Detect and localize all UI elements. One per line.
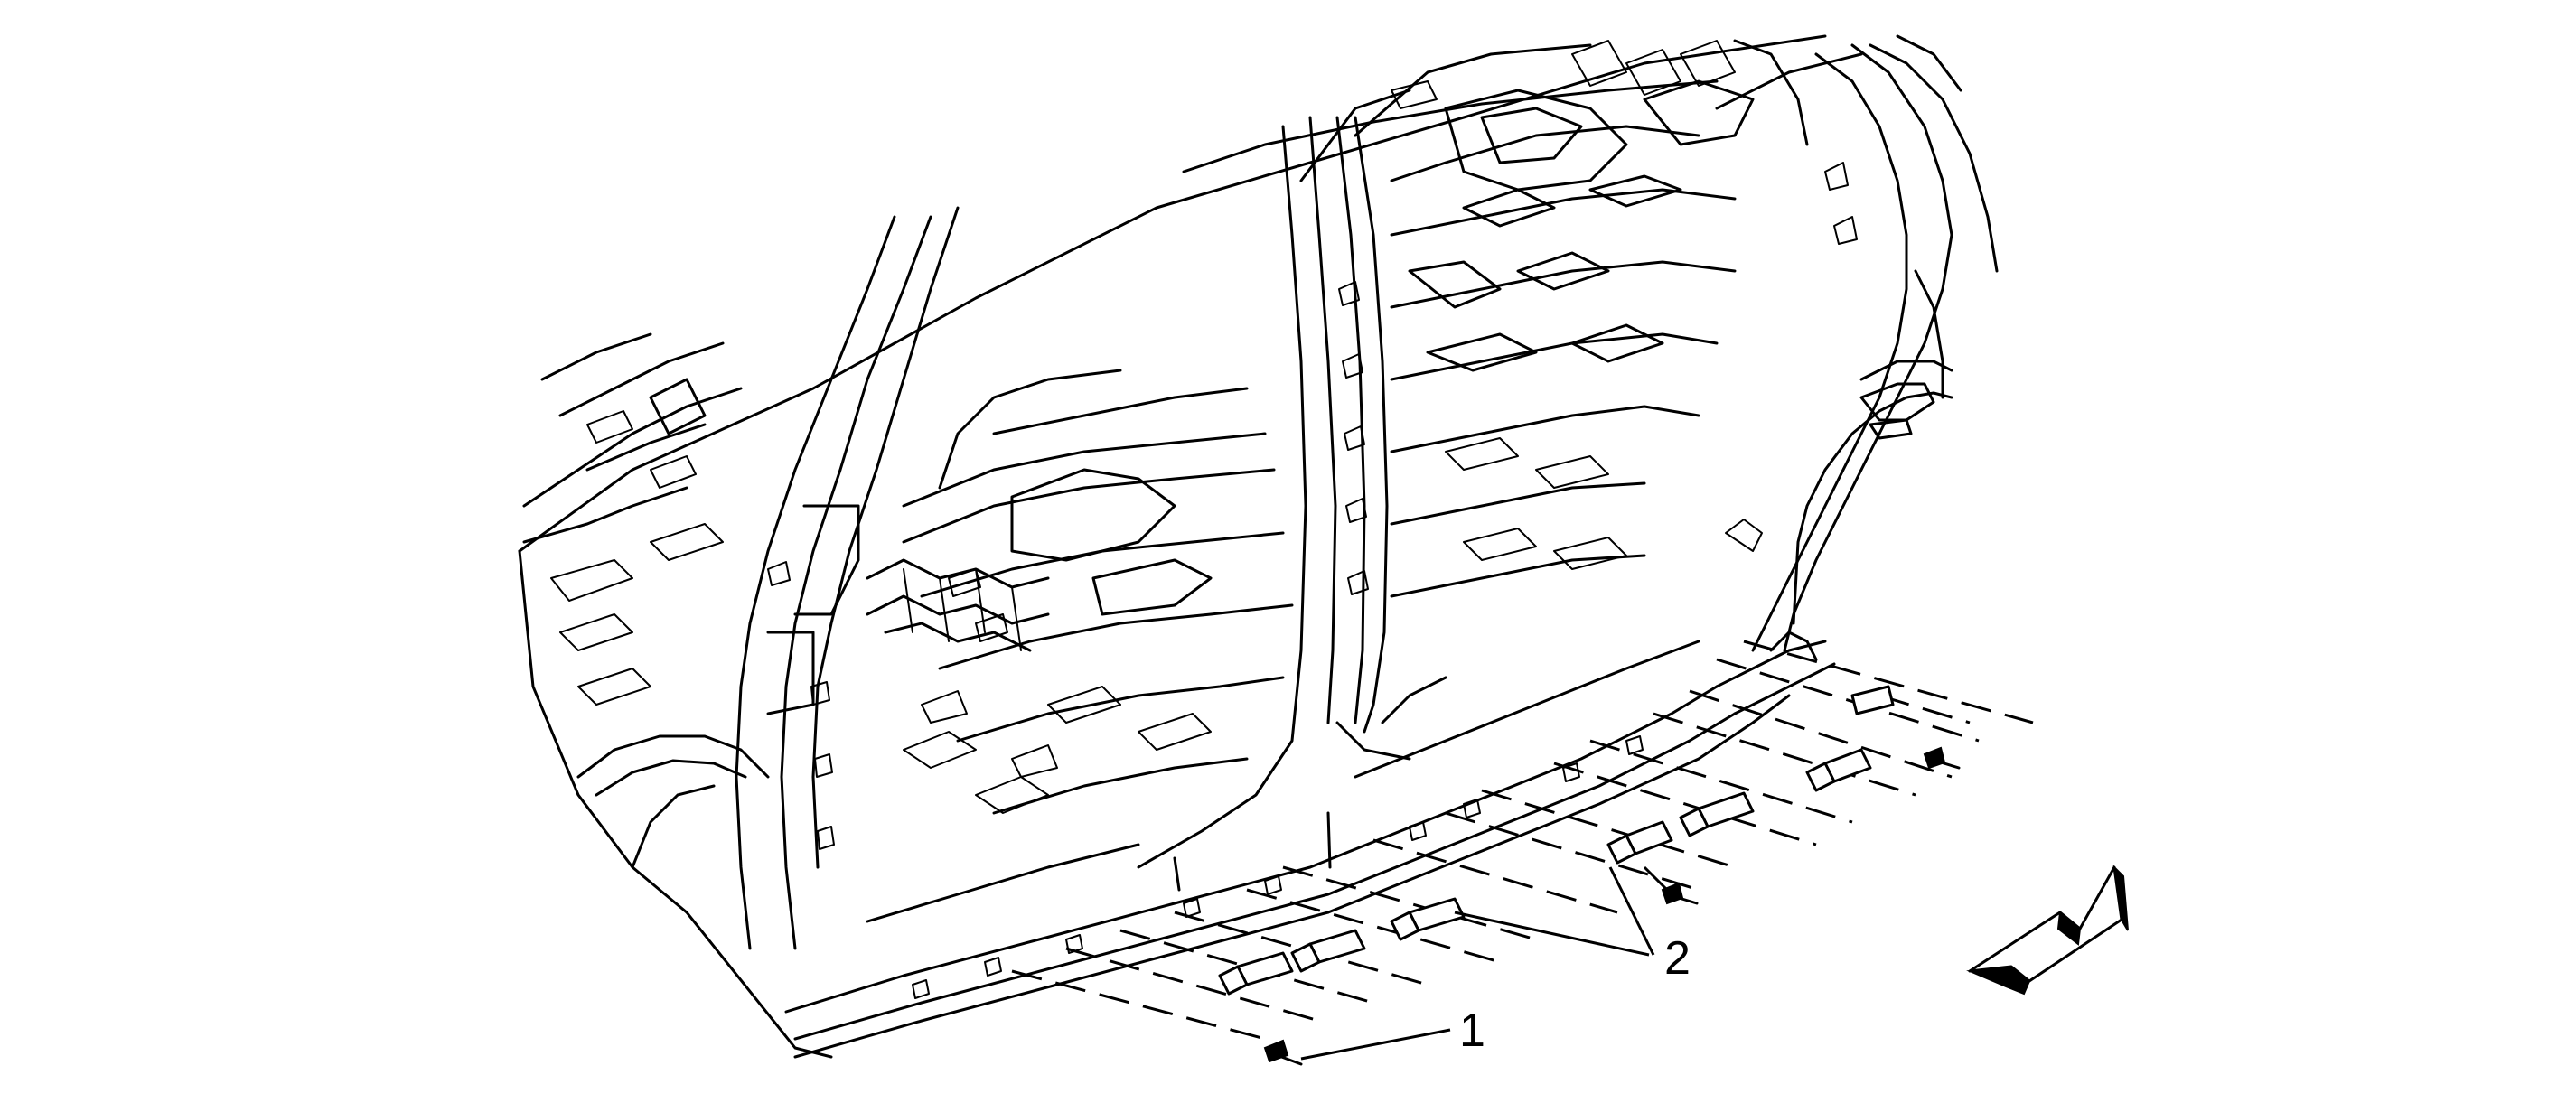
fasteners: [1263, 685, 1961, 1066]
callout-1-label: 1: [1459, 1005, 1485, 1057]
rocker-clip: [1390, 897, 1466, 941]
rocker-molding-clips: [1218, 748, 1872, 996]
rocker-clip: [1606, 820, 1673, 865]
callouts: 1 2: [1300, 866, 1691, 1061]
callout-2-label: 2: [1664, 932, 1691, 985]
callout-1: 1: [1300, 1005, 1485, 1061]
push-pin-fastener: [1661, 882, 1699, 905]
rocker-clip: [1805, 748, 1872, 792]
callout-1-leader: [1300, 1028, 1451, 1061]
push-pin-fastener: [1923, 746, 1961, 770]
rocker-clip: [1290, 929, 1366, 973]
callout-2-leader-b: [1608, 866, 1655, 956]
callout-2: 2: [1454, 866, 1691, 985]
rocker-clip: [1679, 791, 1755, 837]
callout-2-leader-a: [1454, 911, 1650, 957]
rocker-clip: [1218, 951, 1294, 996]
front-arrow-icon: [1966, 865, 2129, 996]
push-pin-fastener: [1263, 1039, 1303, 1066]
assembly-guide-lines: [1011, 640, 2034, 1041]
vehicle-body-structure: [518, 34, 1999, 1059]
